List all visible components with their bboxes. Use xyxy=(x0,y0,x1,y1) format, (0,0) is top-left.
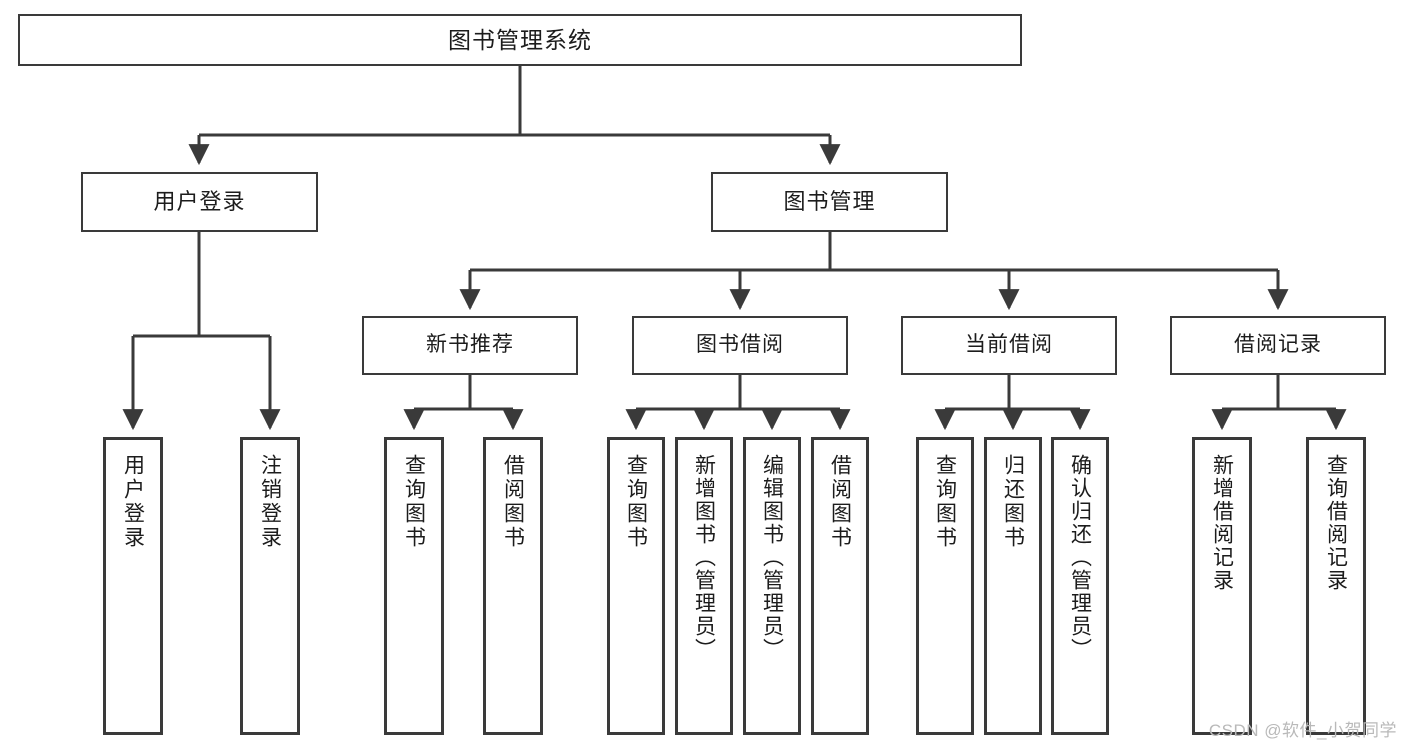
leaf-add-borrow-record[interactable]: 新增借阅记录 xyxy=(1192,437,1252,735)
node-label: 新增图书（管理员） xyxy=(692,454,716,661)
leaf-edit-book-admin[interactable]: 编辑图书（管理员） xyxy=(743,437,801,735)
leaf-logout[interactable]: 注销登录 xyxy=(240,437,300,735)
node-label: 新书推荐 xyxy=(426,333,514,357)
node-label: 查询借阅记录 xyxy=(1324,454,1348,592)
leaf-add-book-admin[interactable]: 新增图书（管理员） xyxy=(675,437,733,735)
node-label: 查询图书 xyxy=(402,454,426,550)
node-label: 借阅记录 xyxy=(1234,333,1322,357)
node-book-management-system[interactable]: 图书管理系统 xyxy=(18,14,1022,66)
node-book-borrow[interactable]: 图书借阅 xyxy=(632,316,848,375)
node-label: 当前借阅 xyxy=(965,333,1053,357)
leaf-query-book-recommend[interactable]: 查询图书 xyxy=(384,437,444,735)
node-label: 借阅图书 xyxy=(501,454,525,550)
node-user-login[interactable]: 用户登录 xyxy=(81,172,318,232)
leaf-borrow-book-recommend[interactable]: 借阅图书 xyxy=(483,437,543,735)
node-new-book-recommend[interactable]: 新书推荐 xyxy=(362,316,578,375)
node-label: 图书管理 xyxy=(783,189,876,215)
node-label: 新增借阅记录 xyxy=(1210,454,1234,592)
node-label: 图书借阅 xyxy=(696,333,784,357)
node-label: 查询图书 xyxy=(624,454,648,550)
leaf-user-login[interactable]: 用户登录 xyxy=(103,437,163,735)
node-label: 编辑图书（管理员） xyxy=(760,454,784,661)
node-label: 用户登录 xyxy=(153,189,246,215)
node-book-management[interactable]: 图书管理 xyxy=(711,172,948,232)
node-label: 查询图书 xyxy=(933,454,957,550)
leaf-borrow-book[interactable]: 借阅图书 xyxy=(811,437,869,735)
node-label: 归还图书 xyxy=(1001,454,1025,550)
node-label: 注销登录 xyxy=(258,454,282,550)
node-current-borrow[interactable]: 当前借阅 xyxy=(901,316,1117,375)
leaf-query-borrow-record[interactable]: 查询借阅记录 xyxy=(1306,437,1366,735)
leaf-query-book-current[interactable]: 查询图书 xyxy=(916,437,974,735)
leaf-confirm-return-admin[interactable]: 确认归还（管理员） xyxy=(1051,437,1109,735)
csdn-watermark: CSDN @软件_小贺同学 xyxy=(1208,721,1397,740)
leaf-return-book[interactable]: 归还图书 xyxy=(984,437,1042,735)
node-label: 借阅图书 xyxy=(828,454,852,550)
node-label: 确认归还（管理员） xyxy=(1068,454,1092,661)
node-label: 用户登录 xyxy=(121,454,145,550)
leaf-query-book-borrow[interactable]: 查询图书 xyxy=(607,437,665,735)
node-label: 图书管理系统 xyxy=(448,26,592,53)
node-borrow-record[interactable]: 借阅记录 xyxy=(1170,316,1386,375)
